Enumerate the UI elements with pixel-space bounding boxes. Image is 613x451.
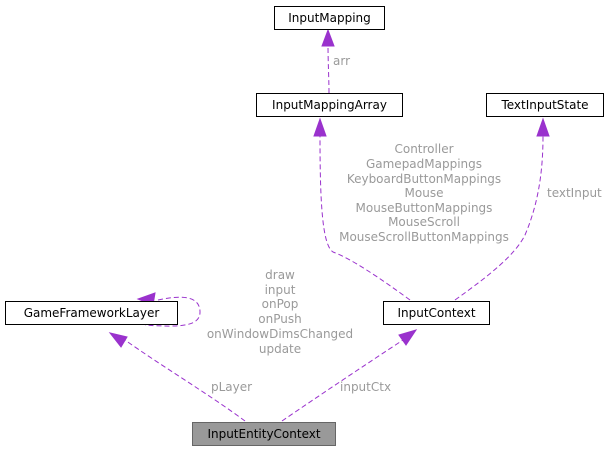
- svg-text:InputEntityContext: InputEntityContext: [207, 427, 320, 441]
- svg-text:InputContext: InputContext: [397, 306, 475, 320]
- edge-input-context-members: [313, 117, 411, 301]
- label-p-layer: pLayer: [211, 380, 252, 394]
- label-member: MouseScroll: [388, 215, 460, 229]
- label-method: onWindowDimsChanged: [207, 327, 353, 341]
- label-member: MouseButtonMappings: [356, 201, 493, 215]
- label-input-context-members: Controller GamepadMappings KeyboardButto…: [339, 142, 509, 244]
- svg-text:InputMapping: InputMapping: [288, 11, 371, 25]
- label-member: Mouse: [405, 186, 444, 200]
- label-text-input: textInput: [547, 186, 602, 200]
- label-method: onPop: [262, 297, 299, 311]
- node-text-input-state[interactable]: TextInputState: [486, 93, 604, 117]
- label-member: KeyboardButtonMappings: [347, 172, 501, 186]
- label-method: input: [265, 283, 296, 297]
- svg-text:TextInputState: TextInputState: [500, 98, 588, 112]
- node-input-mapping[interactable]: InputMapping: [274, 6, 385, 30]
- node-input-mapping-array[interactable]: InputMappingArray: [256, 93, 403, 117]
- edge-input-ctx: [281, 329, 418, 422]
- label-method: draw: [265, 268, 295, 282]
- edge-text-input: [454, 117, 550, 301]
- svg-text:InputMappingArray: InputMappingArray: [272, 98, 387, 112]
- label-arr: arr: [333, 54, 350, 68]
- label-member: Controller: [394, 142, 453, 156]
- label-method: update: [259, 342, 301, 356]
- node-game-framework-layer[interactable]: GameFrameworkLayer: [5, 301, 178, 325]
- node-input-entity-context[interactable]: InputEntityContext: [192, 422, 336, 446]
- edge-p-layer: [108, 332, 246, 422]
- label-layer-self: draw input onPop onPush onWindowDimsChan…: [207, 268, 353, 356]
- node-input-context[interactable]: InputContext: [383, 301, 490, 325]
- label-member: GamepadMappings: [366, 157, 482, 171]
- label-member: MouseScrollButtonMappings: [339, 230, 509, 244]
- edge-arr: [321, 28, 335, 94]
- svg-text:GameFrameworkLayer: GameFrameworkLayer: [24, 306, 160, 320]
- label-input-ctx: inputCtx: [340, 380, 391, 394]
- label-method: onPush: [258, 312, 301, 326]
